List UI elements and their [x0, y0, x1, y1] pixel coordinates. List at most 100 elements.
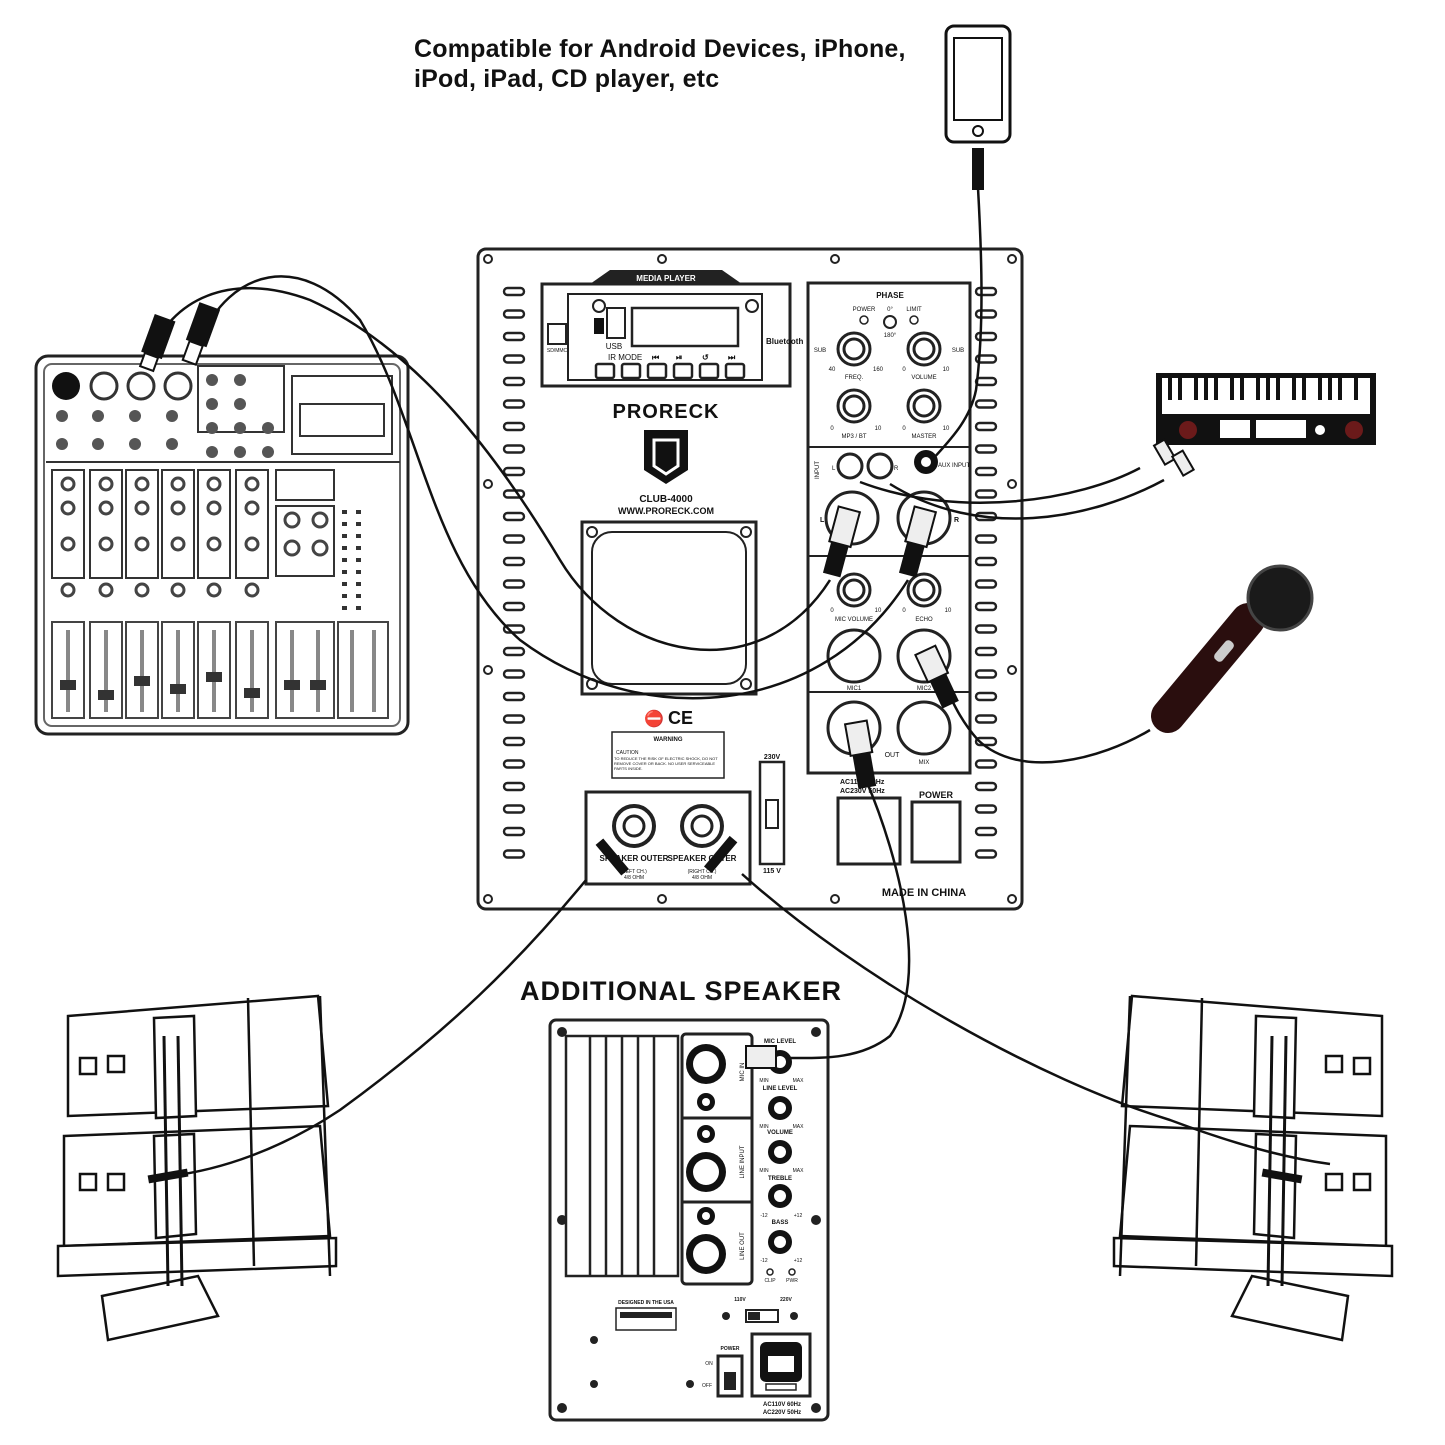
- freq-knob[interactable]: [836, 331, 872, 367]
- freq-min: 40: [829, 367, 836, 373]
- warning-text: TO REDUCE THE RISK OF ELECTRIC SHOCK, DO…: [614, 756, 718, 771]
- treble-max: +12: [794, 1213, 803, 1219]
- aux-input-label: AUX INPUT: [938, 463, 970, 469]
- vent-slot: [974, 601, 998, 612]
- ce-mark: CE: [668, 708, 693, 728]
- vent-slot: [974, 759, 998, 769]
- cable-plugs: [138, 302, 1196, 1069]
- treble-label: TREBLE: [768, 1176, 792, 1182]
- vent-slot: [502, 466, 526, 477]
- vent-slot: [974, 399, 998, 409]
- mic-volume-label: MIC VOLUME: [835, 617, 873, 623]
- vent-slot: [974, 669, 998, 679]
- speaker-outer-left-sub: (LEFT CH.): [621, 869, 647, 875]
- vent-slot: [502, 826, 526, 837]
- freq-label: FREQ.: [845, 375, 864, 381]
- ac-socket[interactable]: [836, 796, 902, 866]
- cables: [148, 187, 1331, 1178]
- input-l-small: L: [832, 466, 836, 472]
- treble-min: -12: [760, 1213, 767, 1219]
- caption-line-1: Compatible for Android Devices, iPhone,: [414, 35, 906, 63]
- microphone-device: [1151, 564, 1314, 733]
- vent-slot: [502, 376, 526, 387]
- vent-slot: [502, 714, 526, 724]
- add-volume-label: VOLUME: [767, 1130, 793, 1136]
- add-power-label: POWER: [721, 1346, 740, 1352]
- add-ac-label-2: AC220V 50Hz: [763, 1410, 801, 1416]
- vent-slot: [974, 556, 998, 567]
- ac-label-2: AC230V 50Hz: [840, 788, 885, 795]
- power-led-label: POWER: [853, 307, 876, 313]
- vent-slot: [502, 781, 526, 792]
- line-array-speaker-right: [1112, 994, 1394, 1342]
- vent-slot: [974, 354, 998, 364]
- master-knob[interactable]: [906, 388, 942, 424]
- mp3-bt-knob[interactable]: [836, 388, 872, 424]
- vent-slot: [502, 804, 526, 814]
- mic2-label: MIC2: [917, 686, 932, 692]
- add-ac-label-1: AC110V 60Hz: [763, 1402, 801, 1408]
- line-level-label: LINE LEVEL: [763, 1086, 798, 1092]
- website-label: WWW.PRORECK.COM: [618, 506, 714, 516]
- warning-title: WARNING: [654, 737, 683, 743]
- vent-slot: [974, 579, 998, 589]
- mix-out-cable: [789, 779, 911, 1060]
- mic-volume-knob[interactable]: [836, 572, 872, 608]
- prev-icon: ⏮: [652, 353, 659, 362]
- compatibility-caption: Compatible for Android Devices, iPhone, …: [414, 34, 954, 94]
- power-switch[interactable]: [910, 800, 962, 864]
- echo-min: 0: [902, 608, 906, 614]
- ohm-left: 4/8 OHM: [624, 875, 644, 881]
- vent-slot: [502, 309, 526, 319]
- mic-level-label: MIC LEVEL: [764, 1039, 796, 1045]
- echo-max: 10: [945, 608, 952, 614]
- vent-slot: [502, 331, 526, 342]
- master-label: MASTER: [911, 434, 937, 440]
- sub-right-label: SUB: [952, 348, 964, 354]
- speaker-outer-right-label: SPEAKER OUTER: [668, 854, 737, 863]
- mic-volume-max: 10: [875, 608, 882, 614]
- echo-knob[interactable]: [906, 572, 942, 608]
- mixer-right-cable: [198, 275, 910, 700]
- xlr-r-label: R: [954, 517, 959, 524]
- vent-slot: [502, 286, 526, 297]
- line-out-label: LINE OUT: [740, 1232, 746, 1260]
- add-110v-label: 110V: [734, 1297, 746, 1303]
- volume-max: 10: [943, 367, 950, 373]
- xlr-l-label: L: [820, 517, 825, 524]
- vent-slot: [502, 691, 526, 702]
- brand-label: PRORECK: [612, 401, 719, 423]
- phase-0-label: 0°: [887, 307, 893, 313]
- mic-in-label: MIC IN: [740, 1063, 746, 1082]
- add-off-label: OFF: [702, 1383, 712, 1389]
- media-player-label: MEDIA PLAYER: [636, 274, 696, 283]
- line-input-label: LINE INPUT: [740, 1145, 746, 1178]
- vent-slot: [974, 691, 998, 702]
- volume-knob[interactable]: [906, 331, 942, 367]
- master-max: 10: [943, 426, 950, 432]
- vent-slot: [502, 354, 526, 364]
- mixer-device: [34, 354, 410, 736]
- limit-led-label: LIMIT: [906, 307, 922, 313]
- line-level-min: MIN: [759, 1124, 769, 1130]
- input-r-small: R: [894, 466, 899, 472]
- phone-device: [944, 24, 1012, 190]
- voltage-115-label: 115 V: [763, 868, 781, 875]
- mp3-bt-label: MP3 / BT: [841, 434, 866, 440]
- add-220v-label: 220V: [780, 1297, 792, 1303]
- bass-label: BASS: [772, 1220, 789, 1226]
- bluetooth-label: Bluetooth: [766, 337, 803, 346]
- additional-speaker-title: ADDITIONAL SPEAKER: [520, 976, 843, 1006]
- ir-mode-label: IR MODE: [608, 353, 642, 362]
- mp3-min: 0: [830, 426, 834, 432]
- caption-line-2: iPod, iPad, CD player, etc: [414, 65, 720, 93]
- vent-slot: [502, 556, 526, 567]
- vent-slot: [502, 399, 526, 409]
- vent-slot: [502, 421, 526, 432]
- phone-aux-cable: [931, 187, 983, 461]
- phase-180-label: 180°: [884, 333, 897, 339]
- additional-speaker-panel: MIC IN LINE INPUT LINE OUT MIC LEVEL MIN…: [548, 1018, 830, 1422]
- next-icon: ⏭: [728, 353, 736, 362]
- phase-label: PHASE: [876, 291, 904, 300]
- model-label: CLUB-4000: [639, 494, 693, 505]
